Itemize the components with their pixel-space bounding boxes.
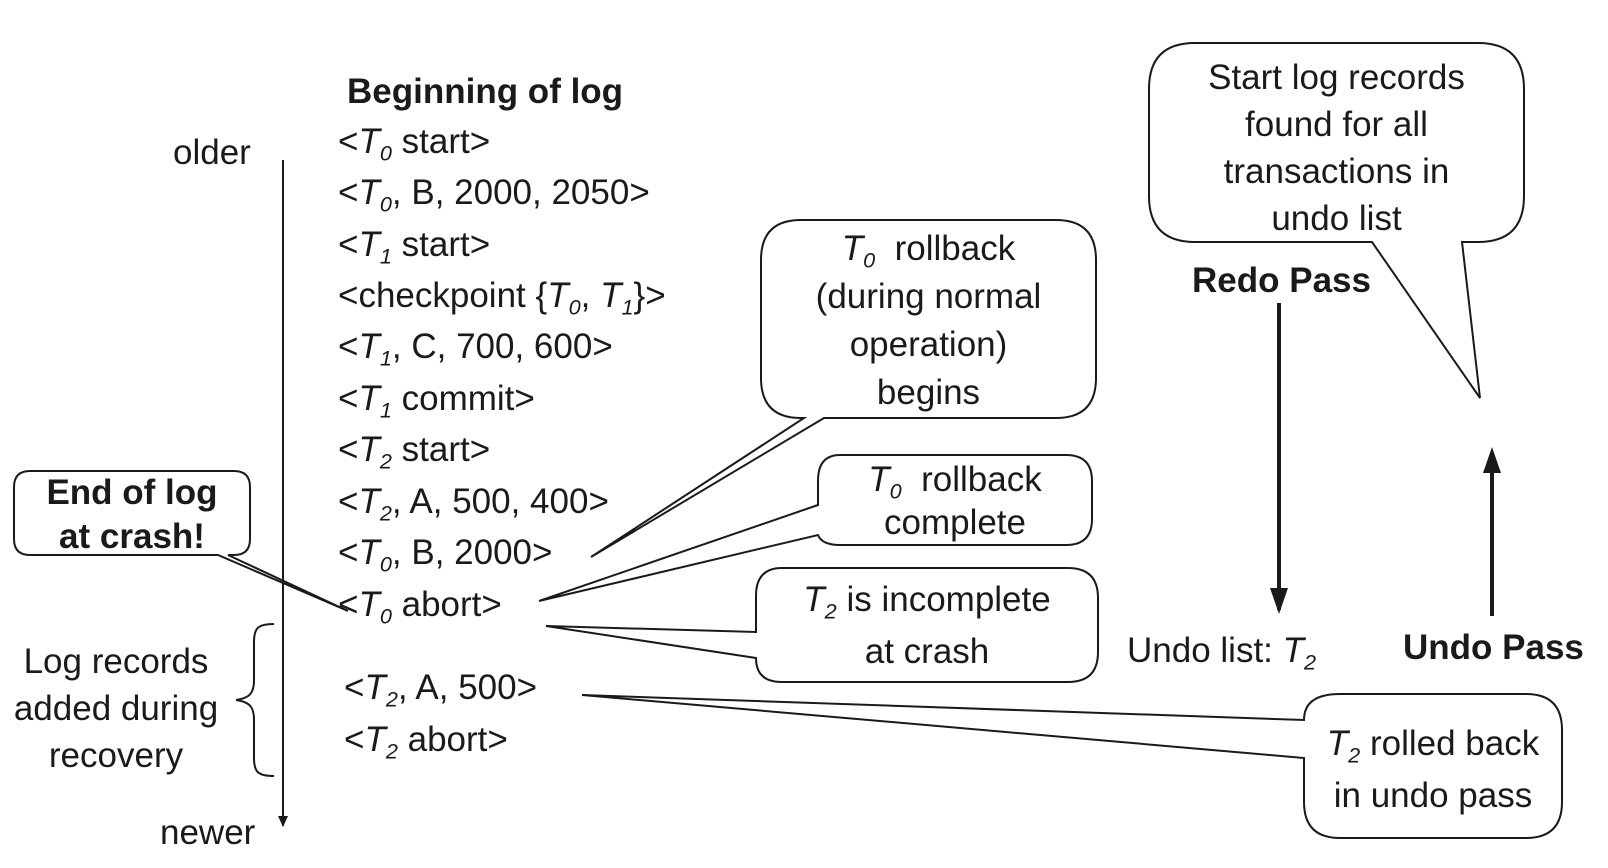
end-of-log-callout-shape	[13, 470, 349, 612]
recovery-label: Log records added during recovery	[4, 638, 228, 779]
log-record: <T0, B, 2000>	[338, 533, 553, 577]
undo-list-label: Undo list: T2	[1127, 631, 1317, 675]
end-of-log-line: at crash!	[59, 517, 205, 556]
end-of-log-callout: End of log at crash!	[14, 471, 250, 559]
log-record: <T2, A, 500>	[344, 668, 538, 712]
redo-pass-arrowhead	[1270, 588, 1288, 614]
log-record: <T2 abort>	[344, 720, 508, 764]
recovery-label-line: added during	[13, 689, 219, 728]
log-record: <checkpoint {T0, T1}>	[338, 276, 666, 320]
callout-line: Start log records	[1208, 58, 1465, 97]
undo-pass-arrowhead	[1483, 447, 1501, 473]
callout-line: T0 rollback	[841, 229, 1016, 273]
callout-line: complete	[883, 503, 1027, 542]
t0-rollback-begins-callout-shape	[590, 219, 1097, 558]
t2-rolled-back-callout-shape	[581, 693, 1563, 839]
recovery-label-line: Log records	[23, 642, 209, 681]
newer-label: newer	[160, 813, 256, 852]
older-label: older	[173, 133, 251, 172]
log-record: <T0 start>	[338, 122, 491, 166]
callout-line: begins	[876, 373, 981, 412]
log-record: <T1, C, 700, 600>	[338, 327, 613, 371]
t0-rollback-complete-callout: T0 rollback complete	[818, 458, 1092, 544]
redo-pass-label: Redo Pass	[1192, 261, 1371, 300]
t2-rolled-back-callout: T2 rolled back in undo pass	[1304, 718, 1562, 822]
log-record: <T2 start>	[338, 430, 491, 474]
log-record: <T1 start>	[338, 225, 491, 269]
callout-line: undo list	[1271, 199, 1402, 238]
recovery-brace	[235, 623, 275, 777]
callout-line: operation)	[849, 325, 1008, 364]
callout-line: T0 rollback	[868, 460, 1042, 504]
t2-incomplete-callout: T2 is incomplete at crash	[756, 574, 1098, 678]
callout-line: in undo pass	[1333, 776, 1533, 815]
callout-line: (during normal	[815, 277, 1042, 316]
callout-line: at crash	[864, 632, 990, 671]
callout-line: found for all	[1245, 105, 1428, 144]
t0-rollback-complete-callout-shape	[538, 454, 1093, 602]
callout-line: transactions in	[1223, 152, 1450, 191]
start-records-callout: Start log records found for all transact…	[1149, 54, 1524, 242]
log-record: <T2, A, 500, 400>	[338, 482, 609, 526]
callout-line: T2 is incomplete	[803, 580, 1051, 624]
t0-rollback-begins-callout: T0 rollback (during normal operation) be…	[761, 225, 1096, 417]
log-record: <T1 commit>	[338, 379, 535, 423]
end-of-log-line: End of log	[46, 473, 218, 512]
beginning-of-log-heading: Beginning of log	[347, 72, 624, 111]
undo-pass-label: Undo Pass	[1403, 628, 1584, 667]
t2-incomplete-callout-shape	[545, 567, 1099, 683]
callout-line: T2 rolled back	[1326, 724, 1540, 768]
log-record: <T0 abort>	[338, 585, 502, 629]
recovery-label-line: recovery	[48, 736, 184, 775]
log-record: <T0, B, 2000, 2050>	[338, 173, 650, 217]
start-records-callout-shape	[1148, 42, 1525, 399]
